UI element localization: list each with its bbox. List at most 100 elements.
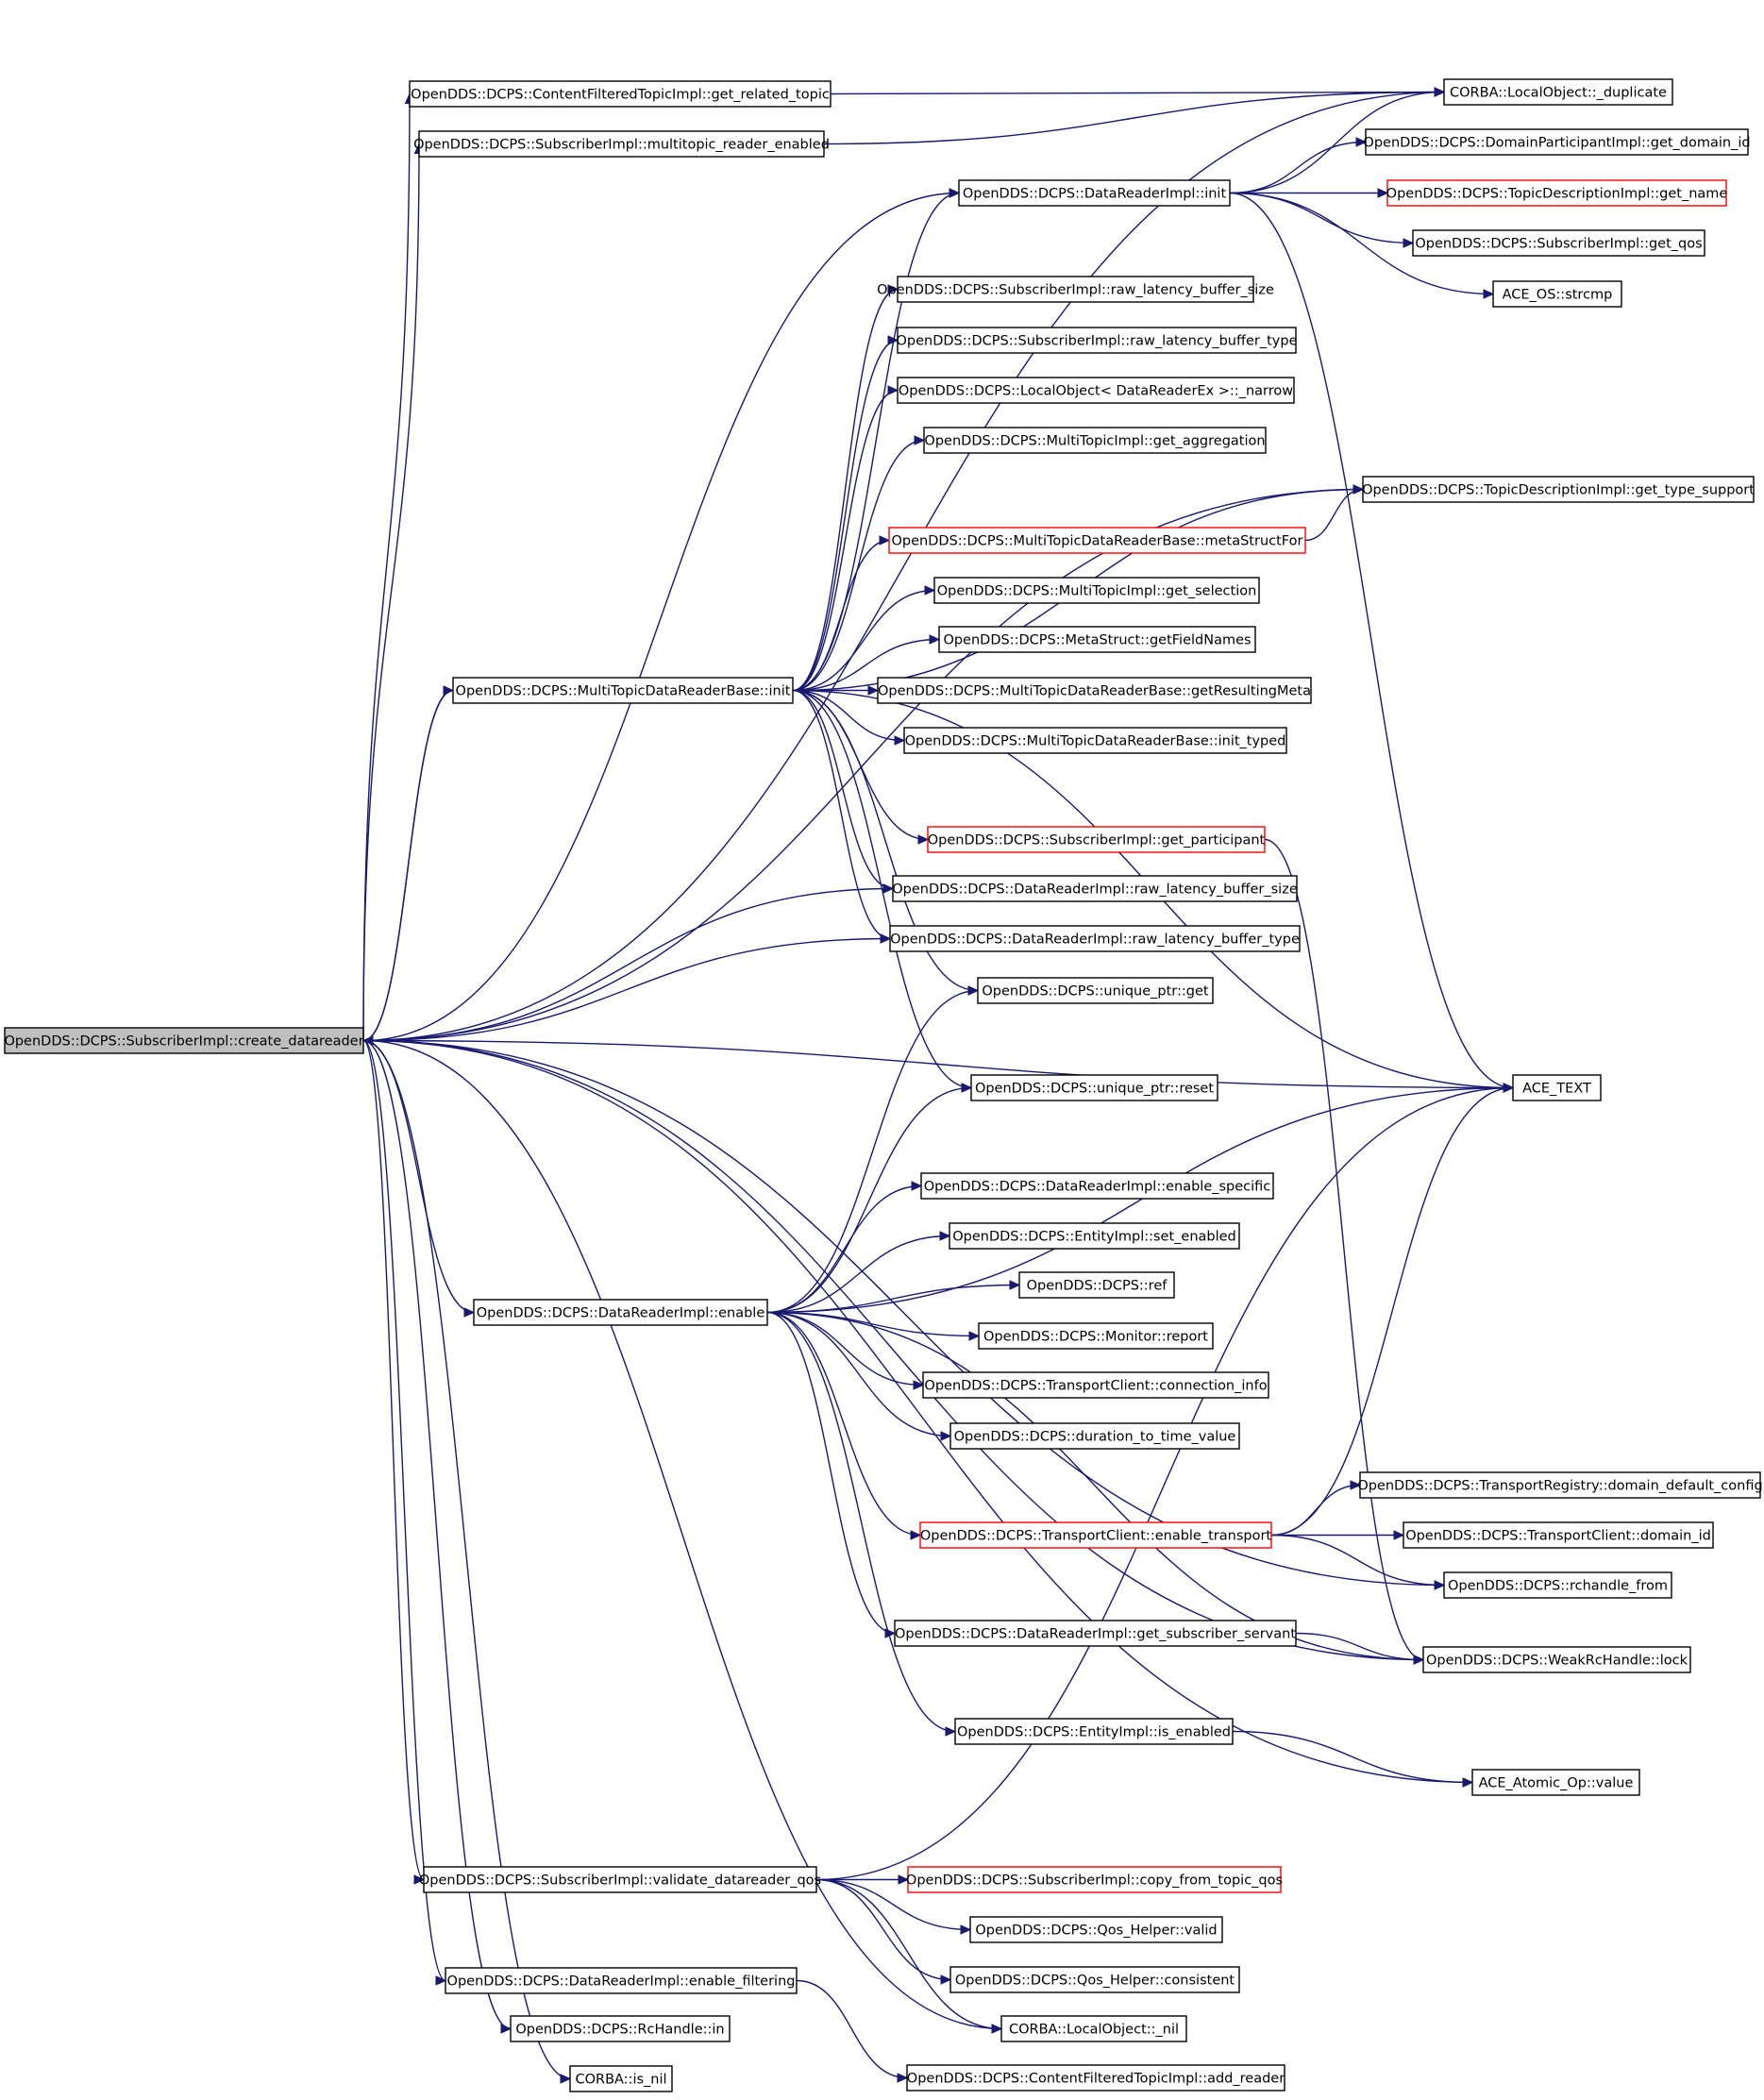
node-box[interactable] (949, 1222, 1240, 1250)
node-sub-mre[interactable]: OpenDDS::DCPS::SubscriberImpl::multitopi… (413, 130, 830, 158)
node-box[interactable] (897, 276, 1254, 303)
node-corba-isnil[interactable]: CORBA::is_nil (569, 2065, 673, 2092)
node-box[interactable] (510, 2015, 731, 2042)
node-box[interactable] (977, 977, 1214, 1004)
node-box[interactable] (1386, 179, 1727, 207)
node-wrh-lock[interactable]: OpenDDS::DCPS::WeakRcHandle::lock (1422, 1646, 1691, 1673)
node-dr-rlbt[interactable]: OpenDDS::DCPS::DataReaderImpl::raw_laten… (889, 925, 1301, 952)
node-dp-gdi[interactable]: OpenDDS::DCPS::DomainParticipantImpl::ge… (1363, 128, 1751, 156)
node-box[interactable] (954, 1718, 1234, 1745)
node-cft-ar[interactable]: OpenDDS::DCPS::ContentFilteredTopicImpl:… (906, 2064, 1285, 2092)
node-cft-grt[interactable]: OpenDDS::DCPS::ContentFilteredTopicImpl:… (409, 80, 832, 108)
node-box[interactable] (927, 826, 1266, 853)
node-box[interactable] (445, 1967, 798, 1994)
node-box[interactable] (894, 1620, 1297, 1647)
node-corba-dup[interactable]: CORBA::LocalObject::_duplicate (1443, 78, 1673, 106)
node-mt-gagg[interactable]: OpenDDS::DCPS::MultiTopicImpl::get_aggre… (923, 427, 1267, 454)
node-dr-es[interactable]: OpenDDS::DCPS::DataReaderImpl::enable_sp… (920, 1172, 1274, 1200)
node-sub-rlbs[interactable]: OpenDDS::DCPS::SubscriberImpl::raw_laten… (877, 276, 1274, 303)
node-box[interactable] (418, 130, 825, 158)
node-box[interactable] (1000, 2015, 1187, 2042)
node-box[interactable] (452, 677, 794, 704)
node-box[interactable] (969, 1916, 1223, 1943)
node-box[interactable] (569, 2065, 673, 2092)
node-box[interactable] (1512, 1074, 1602, 1101)
node-box[interactable] (958, 179, 1231, 207)
node-box[interactable] (978, 1322, 1214, 1350)
node-sub-gq[interactable]: OpenDDS::DCPS::SubscriberImpl::get_qos (1412, 229, 1705, 257)
node-box[interactable] (920, 1172, 1274, 1200)
node-box[interactable] (897, 377, 1295, 404)
node-box[interactable] (1365, 128, 1749, 156)
node-box[interactable] (949, 1422, 1240, 1450)
node-up-get[interactable]: OpenDDS::DCPS::unique_ptr::get (977, 977, 1214, 1004)
node-box[interactable] (897, 327, 1297, 354)
node-box[interactable] (1403, 1521, 1714, 1549)
node-box[interactable] (892, 875, 1298, 902)
node-dcps-ref[interactable]: OpenDDS::DCPS::ref (1018, 1271, 1175, 1299)
node-tc-et[interactable]: OpenDDS::DCPS::TransportClient::enable_t… (919, 1521, 1272, 1549)
node-box[interactable] (888, 527, 1306, 554)
node-sub-gp[interactable]: OpenDDS::DCPS::SubscriberImpl::get_parti… (927, 826, 1266, 853)
node-sub-rlbt[interactable]: OpenDDS::DCPS::SubscriberImpl::raw_laten… (896, 327, 1298, 354)
node-sub-vdq[interactable]: OpenDDS::DCPS::SubscriberImpl::validate_… (419, 1866, 821, 1893)
node-tr-ddc[interactable]: OpenDDS::DCPS::TransportRegistry::domain… (1357, 1471, 1763, 1499)
node-box[interactable] (907, 1866, 1282, 1893)
node-td-gts[interactable]: OpenDDS::DCPS::TopicDescriptionImpl::get… (1362, 476, 1755, 503)
node-box[interactable] (1412, 229, 1705, 257)
node-rch-from[interactable]: OpenDDS::DCPS::rchandle_from (1443, 1571, 1672, 1599)
node-box[interactable] (423, 1866, 817, 1893)
node-ace-aov[interactable]: ACE_Atomic_Op::value (1471, 1769, 1640, 1796)
node-qos-valid[interactable]: OpenDDS::DCPS::Qos_Helper::valid (969, 1916, 1223, 1943)
node-lo-narrow[interactable]: OpenDDS::DCPS::LocalObject< DataReaderEx… (897, 377, 1295, 404)
node-mon-rep[interactable]: OpenDDS::DCPS::Monitor::report (978, 1322, 1214, 1350)
node-box[interactable] (919, 1521, 1272, 1549)
node-box[interactable] (877, 677, 1312, 704)
node-dr-rlbs[interactable]: OpenDDS::DCPS::DataReaderImpl::raw_laten… (892, 875, 1298, 902)
node-root[interactable]: OpenDDS::DCPS::SubscriberImpl::create_da… (4, 1027, 364, 1054)
node-dr-ef[interactable]: OpenDDS::DCPS::DataReaderImpl::enable_fi… (445, 1967, 798, 1994)
node-dur-ttv[interactable]: OpenDDS::DCPS::duration_to_time_value (949, 1422, 1240, 1450)
node-up-reset[interactable]: OpenDDS::DCPS::unique_ptr::reset (970, 1074, 1218, 1101)
node-mtdr-grm[interactable]: OpenDDS::DCPS::MultiTopicDataReaderBase:… (877, 677, 1312, 704)
node-box[interactable] (4, 1027, 364, 1054)
node-box[interactable] (1362, 476, 1755, 503)
node-box[interactable] (906, 2064, 1285, 2092)
node-tc-di[interactable]: OpenDDS::DCPS::TransportClient::domain_i… (1403, 1521, 1714, 1549)
node-box[interactable] (933, 577, 1260, 604)
node-box[interactable] (1422, 1646, 1691, 1673)
node-rch-in[interactable]: OpenDDS::DCPS::RcHandle::in (510, 2015, 731, 2042)
node-dr-gss[interactable]: OpenDDS::DCPS::DataReaderImpl::get_subsc… (894, 1620, 1297, 1647)
node-box[interactable] (1359, 1471, 1761, 1499)
node-mtdr-msf[interactable]: OpenDDS::DCPS::MultiTopicDataReaderBase:… (888, 527, 1306, 554)
node-box[interactable] (1443, 1571, 1672, 1599)
node-ace-strcmp[interactable]: ACE_OS::strcmp (1492, 280, 1622, 308)
node-corba-lnil[interactable]: CORBA::LocalObject::_nil (1000, 2015, 1187, 2042)
node-sub-cftq[interactable]: OpenDDS::DCPS::SubscriberImpl::copy_from… (906, 1866, 1283, 1893)
node-box[interactable] (1492, 280, 1622, 308)
node-mtdr-init[interactable]: OpenDDS::DCPS::MultiTopicDataReaderBase:… (452, 677, 794, 704)
node-qos-cons[interactable]: OpenDDS::DCPS::Qos_Helper::consistent (949, 1966, 1240, 1993)
node-box[interactable] (922, 1371, 1269, 1399)
node-box[interactable] (903, 727, 1287, 754)
node-dr-enable[interactable]: OpenDDS::DCPS::DataReaderImpl::enable (473, 1299, 768, 1326)
node-box[interactable] (938, 626, 1256, 653)
node-ace-text[interactable]: ACE_TEXT (1512, 1074, 1602, 1101)
node-box[interactable] (1443, 78, 1673, 106)
node-td-gn[interactable]: OpenDDS::DCPS::TopicDescriptionImpl::get… (1386, 179, 1728, 207)
node-box[interactable] (409, 80, 832, 108)
node-ent-se[interactable]: OpenDDS::DCPS::EntityImpl::set_enabled (949, 1222, 1240, 1250)
node-box[interactable] (1018, 1271, 1175, 1299)
node-box[interactable] (1471, 1769, 1640, 1796)
node-box[interactable] (889, 925, 1301, 952)
node-mtdr-it[interactable]: OpenDDS::DCPS::MultiTopicDataReaderBase:… (903, 727, 1287, 754)
node-mt-gsel[interactable]: OpenDDS::DCPS::MultiTopicImpl::get_selec… (933, 577, 1260, 604)
node-box[interactable] (923, 427, 1267, 454)
node-box[interactable] (949, 1966, 1240, 1993)
node-box[interactable] (970, 1074, 1218, 1101)
node-ent-ie[interactable]: OpenDDS::DCPS::EntityImpl::is_enabled (954, 1718, 1234, 1745)
node-box[interactable] (473, 1299, 768, 1326)
node-dr-init[interactable]: OpenDDS::DCPS::DataReaderImpl::init (958, 179, 1231, 207)
node-tc-ci[interactable]: OpenDDS::DCPS::TransportClient::connecti… (922, 1371, 1269, 1399)
node-ms-gfn[interactable]: OpenDDS::DCPS::MetaStruct::getFieldNames (938, 626, 1256, 653)
